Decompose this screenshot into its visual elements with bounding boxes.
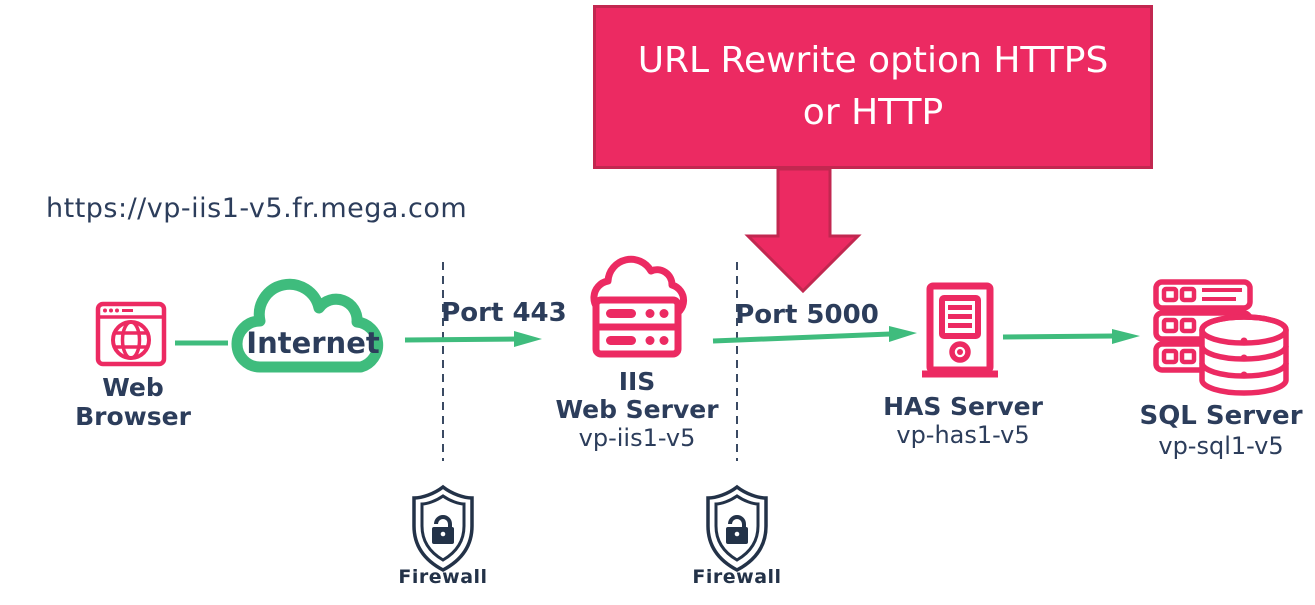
- arrow-has-to-sql: [1002, 333, 1115, 340]
- has-hostname: vp-has1-v5: [896, 421, 1030, 449]
- port-443-label: Port 443: [441, 298, 567, 328]
- callout-label: URL Rewrite option HTTPS or HTTP: [637, 39, 1109, 133]
- url-label: https://vp-iis1-v5.fr.mega.com: [46, 193, 468, 224]
- server-rack-database-icon: [1153, 279, 1289, 396]
- web-browser-label: Web Browser: [75, 373, 191, 431]
- tower-server-icon: [922, 282, 998, 378]
- has-title: HAS Server: [883, 392, 1043, 421]
- arrowhead-internet-to-iis: [514, 331, 542, 347]
- big-down-arrow-icon: [744, 167, 862, 294]
- arrowhead-iis-to-has: [889, 326, 917, 342]
- internet-label: Internet: [246, 326, 380, 360]
- sql-title: SQL Server: [1139, 401, 1303, 431]
- arrow-iis-to-has: [712, 331, 892, 344]
- port-5000-label: Port 5000: [735, 300, 879, 330]
- iis-subtitle: Web Server: [555, 395, 719, 424]
- browser-globe-icon: [95, 301, 167, 367]
- firewall-left-label: Firewall: [398, 566, 488, 588]
- sql-hostname: vp-sql1-v5: [1158, 432, 1284, 460]
- firewall-right-label: Firewall: [692, 566, 782, 588]
- shield-lock-icon: [706, 484, 768, 572]
- arrowhead-has-to-sql: [1112, 329, 1140, 344]
- cloud-icon: [231, 278, 384, 373]
- iis-title: IIS: [618, 367, 656, 396]
- shield-lock-icon: [412, 484, 474, 572]
- arrow-internet-to-iis: [404, 336, 519, 343]
- iis-hostname: vp-iis1-v5: [578, 424, 696, 452]
- url-rewrite-callout: URL Rewrite option HTTPS or HTTP: [593, 5, 1153, 169]
- cloud-server-icon: [590, 255, 688, 358]
